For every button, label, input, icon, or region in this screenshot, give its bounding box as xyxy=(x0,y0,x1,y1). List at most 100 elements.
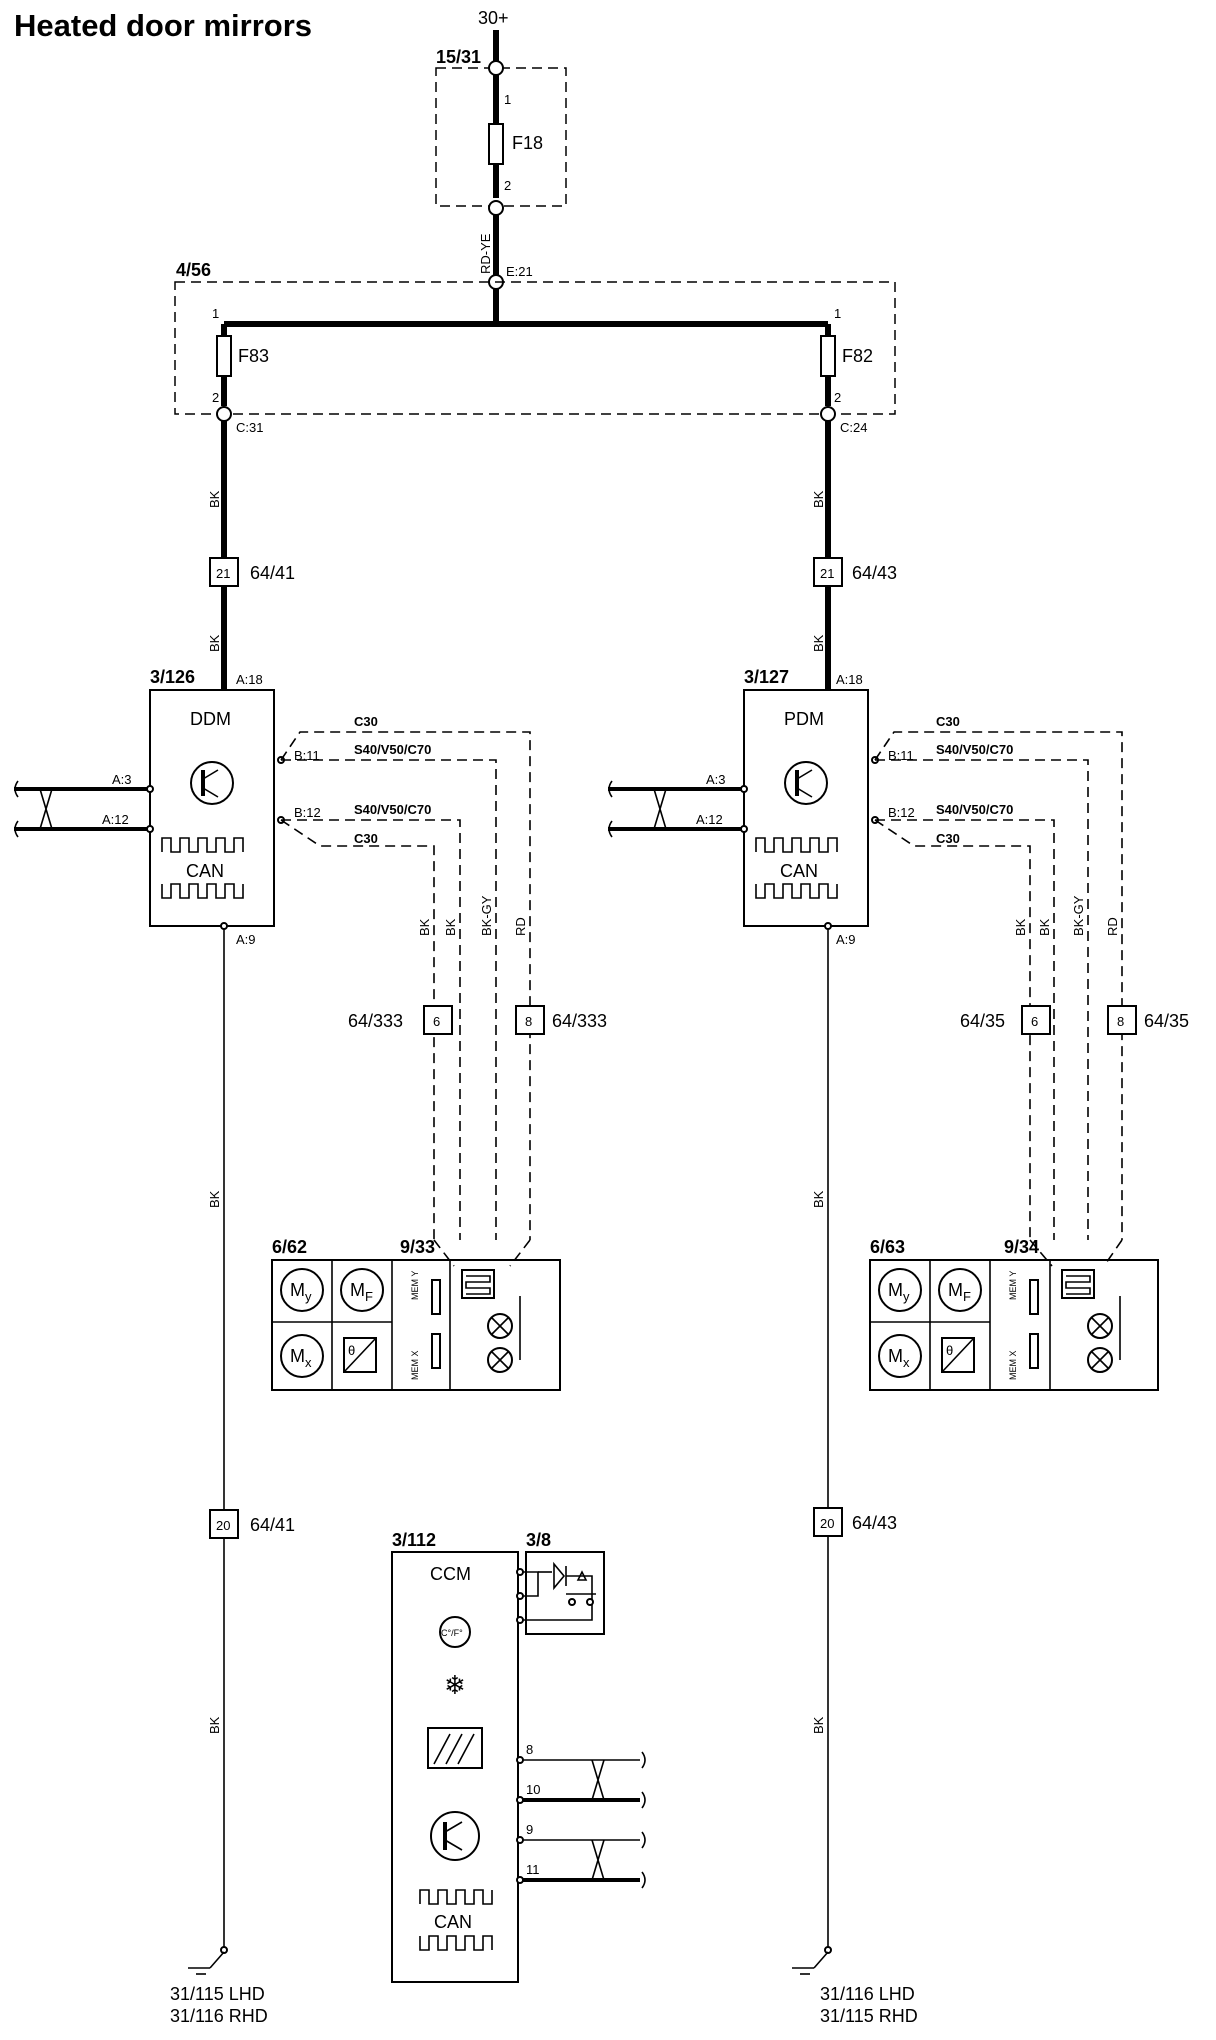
fuse-f18-label: F18 xyxy=(512,133,543,153)
diagram-text: MEM Y xyxy=(1008,1271,1018,1300)
diagram-text: CCM xyxy=(430,1564,471,1584)
diagram-text: BK xyxy=(207,490,222,508)
f83-pin-in: 1 xyxy=(212,306,219,321)
diagram-circle xyxy=(190,761,234,805)
ground-left-label-1: 31/115 LHD xyxy=(170,1984,265,2004)
diagram-text: 6 xyxy=(1031,1014,1038,1029)
diagram-polyline xyxy=(465,1275,491,1295)
diagram-text: BK xyxy=(811,490,826,508)
diagram-line xyxy=(343,1337,377,1373)
diagram-polyline xyxy=(875,759,1089,1240)
diagram-text: A:18 xyxy=(836,672,863,687)
diagram-circle xyxy=(740,785,748,793)
diagram-path xyxy=(653,788,667,830)
diagram-text: BK xyxy=(207,634,222,652)
diagram-text: 11 xyxy=(526,1862,540,1877)
connector-right-6 xyxy=(1021,1005,1051,1035)
diagram-text: RD xyxy=(513,917,528,936)
diagram-text: BK xyxy=(207,1190,222,1208)
diagram-tspan: M xyxy=(350,1280,365,1300)
diagram-circle xyxy=(820,406,836,422)
diagram-polyline xyxy=(522,1571,539,1597)
diagram-polyline xyxy=(161,883,244,899)
diagram-polyline xyxy=(875,819,1055,1240)
diagram-text: 21 xyxy=(820,566,834,581)
diagram-text: Mx xyxy=(290,1346,312,1370)
diagram-text: 64/333 xyxy=(348,1011,403,1031)
upper-fuse-pin-in: 1 xyxy=(504,92,511,107)
diagram-text: θ xyxy=(348,1343,355,1358)
diagram-path xyxy=(491,1317,509,1335)
diagram-text: A:12 xyxy=(696,812,723,827)
diagram-text: 9/34 xyxy=(1004,1237,1039,1257)
ground-right-label-2: 31/115 RHD xyxy=(820,2006,918,2026)
diagram-text: S40/V50/C70 xyxy=(936,802,1013,817)
diagram-polyline xyxy=(522,1575,593,1621)
diagram-text: My xyxy=(290,1280,312,1304)
diagram-polyline xyxy=(1029,1239,1053,1267)
diagram-circle xyxy=(488,200,504,216)
diagram-text: BK xyxy=(417,918,432,936)
diagram-circle xyxy=(586,1598,594,1606)
diagram-circle xyxy=(430,1811,480,1861)
module-pdm xyxy=(743,689,869,927)
diagram-text: BK-GY xyxy=(479,895,494,936)
diagram-text: C°/F° xyxy=(441,1628,463,1638)
diagram-text: 64/35 xyxy=(960,1011,1005,1031)
f82-pin-in: 1 xyxy=(834,306,841,321)
diagram-tspan: M xyxy=(290,1280,305,1300)
feed-wire-color: RD-YE xyxy=(478,233,493,274)
f83-connector: C:31 xyxy=(236,420,263,435)
diagram-text: 64/41 xyxy=(250,563,295,583)
diagram-tspan: M xyxy=(888,1280,903,1300)
diagram-text: CAN xyxy=(780,861,818,881)
diagram-path xyxy=(591,1759,605,1801)
diagram-text: A:18 xyxy=(236,672,263,687)
fuse-f83-label: F83 xyxy=(238,346,269,366)
snowflake-icon: ❄ xyxy=(444,1670,466,1700)
diagram-text: C30 xyxy=(354,831,378,846)
splice-right-top xyxy=(813,557,843,587)
diagram-circle xyxy=(878,1334,922,1378)
diagram-line xyxy=(202,787,219,798)
diagram-polyline xyxy=(161,837,244,853)
diagram-text: C30 xyxy=(936,831,960,846)
diagram-text: MF xyxy=(948,1280,971,1304)
diagram-rect xyxy=(431,1279,441,1315)
diagram-text: BK xyxy=(1037,918,1052,936)
fuse-f82-label: F82 xyxy=(842,346,873,366)
diagram-line xyxy=(796,769,813,780)
diagram-text: BK xyxy=(1013,918,1028,936)
diagram-text: B:12 xyxy=(888,805,915,820)
diagram-text: 20 xyxy=(216,1518,230,1533)
diagram-line xyxy=(941,1337,975,1373)
diagram-text: 20 xyxy=(820,1516,834,1531)
diagram-polyline xyxy=(280,819,435,1240)
f82-connector: C:24 xyxy=(840,420,867,435)
diagram-path xyxy=(591,1839,605,1881)
diagram-circle xyxy=(216,406,232,422)
diagram-text: Mx xyxy=(888,1346,910,1370)
diagram-circle xyxy=(516,1876,524,1884)
diagram-tspan: x xyxy=(305,1355,312,1370)
diagram-text: 8 xyxy=(525,1014,532,1029)
right-branch: BK 21 64/43 BK 3/127 A:18 PDM CAN A:3 A:… xyxy=(608,421,1189,2026)
diagram-circle xyxy=(516,1796,524,1804)
diagram-text: 64/35 xyxy=(1144,1011,1189,1031)
diagram-polyline xyxy=(1065,1275,1091,1295)
fuse-f83 xyxy=(216,335,232,377)
diagram-rect xyxy=(431,1333,441,1369)
diagram-text: 21 xyxy=(216,566,230,581)
connector-left-6 xyxy=(423,1005,453,1035)
supply-label: 30+ xyxy=(478,8,509,28)
diagram-text: 8 xyxy=(1117,1014,1124,1029)
diagram-circle xyxy=(516,1756,524,1764)
diagram-circle xyxy=(784,761,828,805)
diagram-text: B:12 xyxy=(294,805,321,820)
diagram-text: A:3 xyxy=(112,772,132,787)
f83-pin-out: 2 xyxy=(212,390,219,405)
splice-right-ground xyxy=(813,1507,843,1537)
diagram-polyline xyxy=(281,819,461,1240)
connector-left-8 xyxy=(515,1005,545,1035)
diagram-tspan: F xyxy=(963,1289,971,1304)
